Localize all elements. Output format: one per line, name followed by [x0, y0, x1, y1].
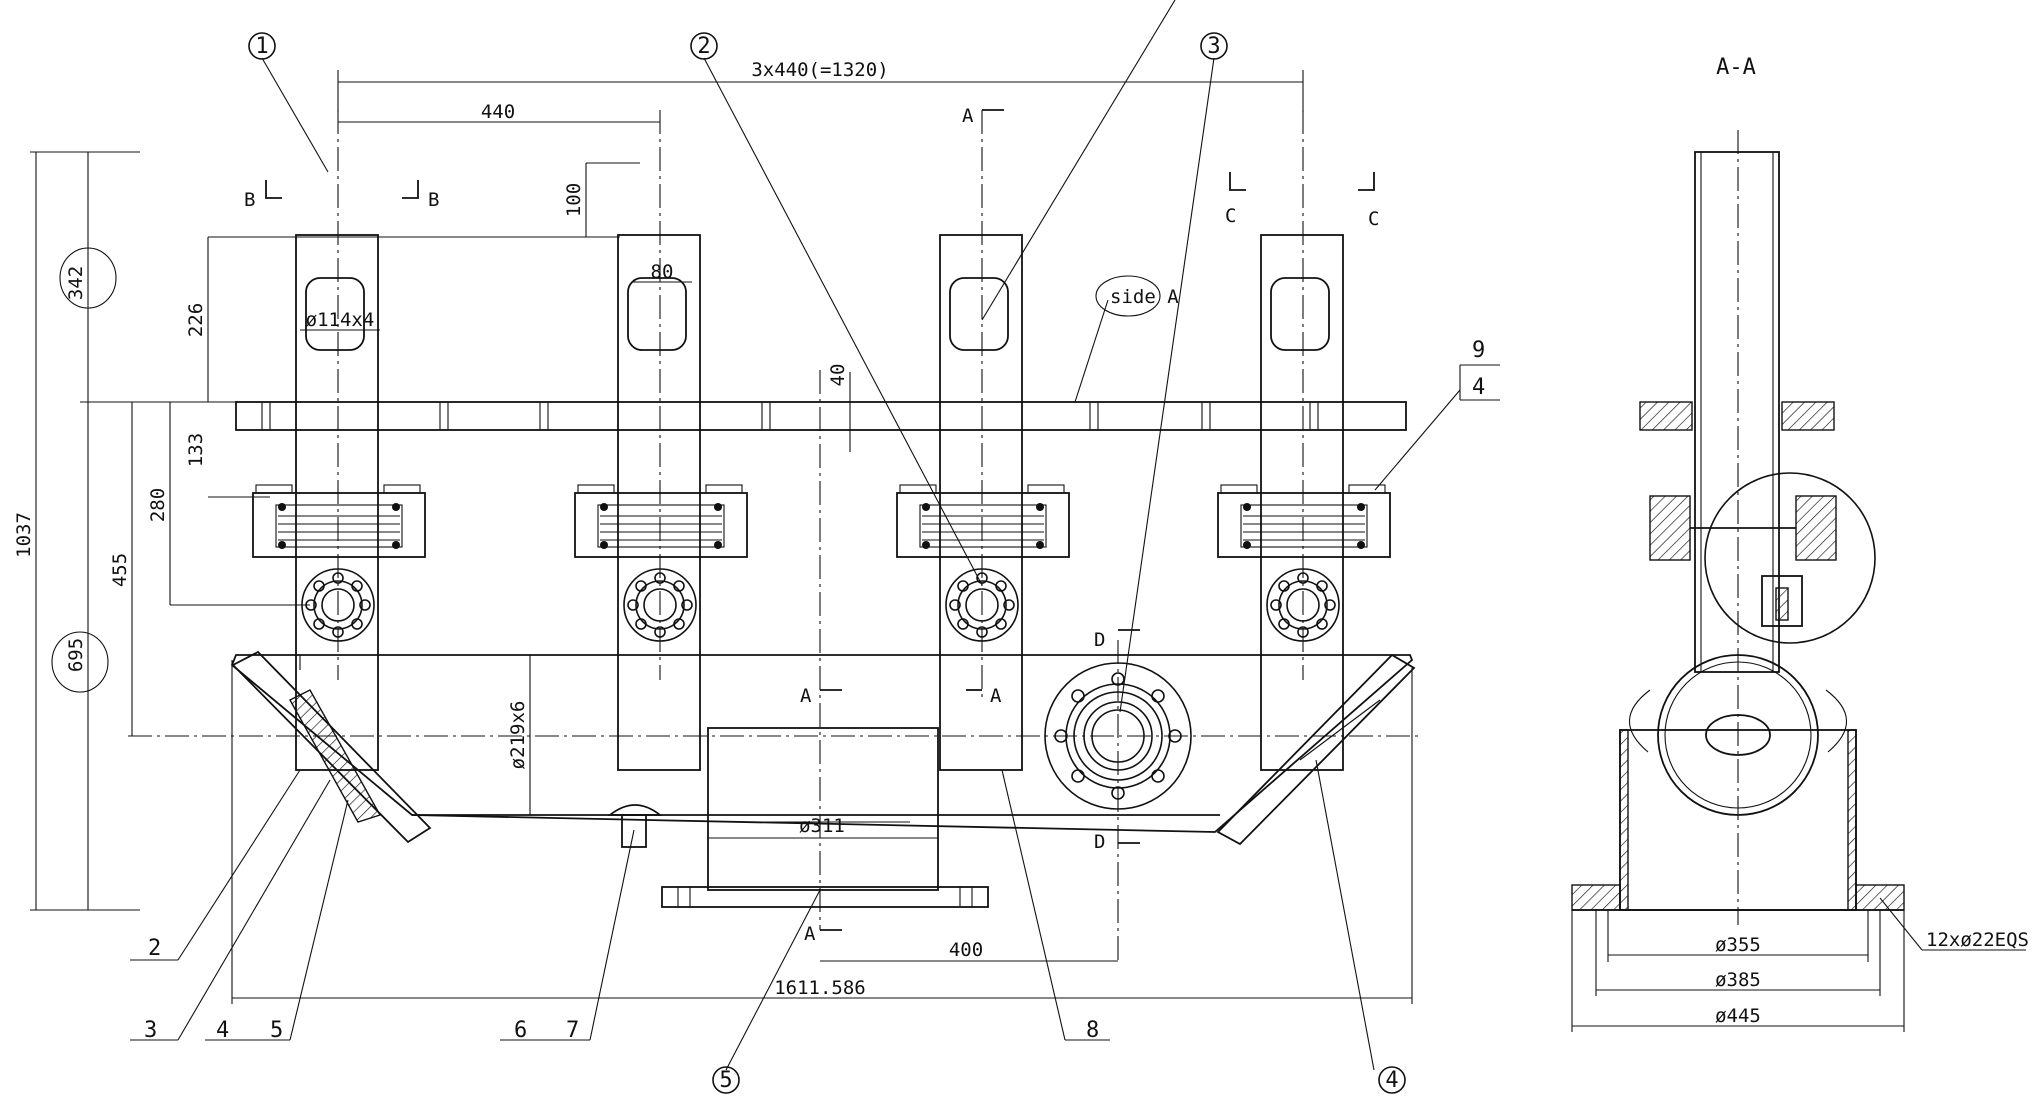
balloon-label: 5: [719, 1068, 732, 1093]
section-mark-a: A: [962, 105, 974, 127]
riser-2: [575, 235, 747, 770]
dim-overall-width: 1611.586: [774, 977, 866, 999]
dim-455: 455: [109, 553, 131, 587]
balloon-label: 2: [697, 34, 710, 59]
balloon-label: 4: [1385, 1068, 1398, 1093]
dim-pipe-main: ø219x6: [507, 701, 529, 770]
leader-lines: [130, 0, 1500, 1071]
riser-3: [897, 235, 1069, 770]
section-mark-a: A: [990, 685, 1002, 707]
balloon-label: 1: [255, 34, 268, 59]
section-mark-c: C: [1368, 208, 1379, 230]
dim-133: 133: [185, 433, 207, 467]
dim-offset: 400: [949, 939, 983, 961]
part-label: 3: [144, 1018, 157, 1043]
balloon-4: 4: [1378, 1066, 1406, 1094]
base-pipe: [707, 727, 939, 891]
section-mark-d: D: [1094, 831, 1105, 853]
dim-lower-height: 695: [65, 638, 87, 672]
dim-side-d3: ø445: [1715, 1005, 1761, 1027]
balloon-1: 1: [248, 32, 276, 60]
part-label: 7: [566, 1018, 579, 1043]
section-mark-b: B: [244, 189, 255, 211]
dim-80: 80: [651, 261, 674, 283]
section-mark-b: B: [428, 189, 439, 211]
section-view-a-a: A-A: [1571, 55, 1905, 925]
part-label: 4: [216, 1018, 229, 1043]
dim-pipe-upper: ø114x4: [306, 309, 375, 331]
section-mark-a: A: [800, 685, 812, 707]
dimension-lines: [30, 70, 1413, 1004]
section-dimension-lines: [1571, 897, 2026, 1032]
dim-upper-height: 342: [65, 266, 87, 300]
part-label: 8: [1086, 1018, 1099, 1043]
section-mark-c: C: [1225, 205, 1236, 227]
left-flange-section: [289, 689, 382, 823]
balloon-label: 3: [1207, 34, 1220, 59]
dim-overall-height: 1037: [13, 512, 35, 558]
section-cut-marks: [265, 109, 1375, 931]
drain-cap: [607, 804, 663, 816]
balloon-5: 5: [712, 1066, 740, 1094]
front-view: [128, 110, 1420, 965]
section-title: A-A: [1716, 55, 1756, 80]
dim-280: 280: [147, 488, 169, 522]
note-side-a: side A: [1110, 286, 1179, 308]
dim-holes: 12xø22EQS: [1926, 929, 2029, 951]
balloon-2: 2: [690, 32, 718, 60]
dim-100: 100: [563, 183, 585, 217]
dim-side-d2: ø385: [1715, 969, 1761, 991]
dim-side-d1: ø355: [1715, 934, 1761, 956]
dim-40: 40: [827, 364, 849, 387]
dim-226: 226: [185, 303, 207, 337]
revision-cloud: [51, 247, 1161, 693]
base-flange: [661, 886, 989, 908]
part-label: 2: [148, 936, 161, 961]
riser-4: [1218, 235, 1390, 770]
balloon-3: 3: [1200, 32, 1228, 60]
part-label: 6: [514, 1018, 527, 1043]
dim-spacing: 440: [481, 101, 515, 123]
part-label: 5: [270, 1018, 283, 1043]
dim-spacing-total: 3x440(=1320): [751, 59, 888, 81]
part-label: 4: [1472, 375, 1485, 400]
part-label: 9: [1472, 338, 1485, 363]
dim-pipe-base: ø311: [799, 815, 845, 837]
section-mark-a: A: [804, 923, 816, 945]
section-mark-d: D: [1094, 629, 1105, 651]
header-bar: [235, 401, 1407, 431]
right-end-flange: [1216, 653, 1416, 846]
